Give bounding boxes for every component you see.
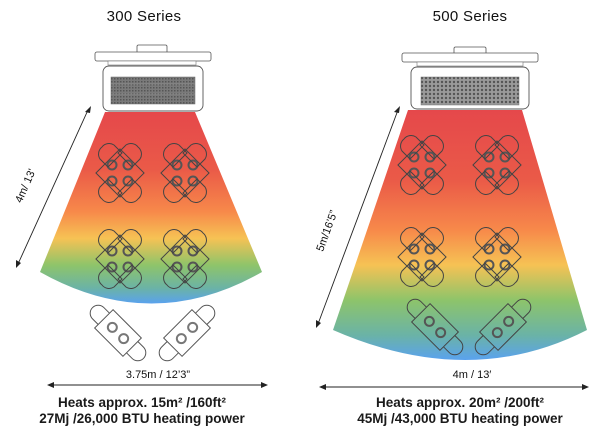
panel-500-series: 500 Series bbox=[300, 0, 600, 435]
coverage-text: Heats approx. 15m² /160ft² bbox=[57, 395, 227, 410]
two-seat-table-icon bbox=[82, 297, 154, 369]
width-dimension-label: 4m / 13′ bbox=[452, 369, 492, 381]
heat-diagram-300 bbox=[16, 44, 268, 388]
series-title: 300 Series bbox=[106, 8, 182, 25]
double-arrow-icon bbox=[47, 382, 268, 388]
power-text: 27Mj /26,000 BTU heating power bbox=[39, 411, 245, 426]
patio-heater-icon bbox=[94, 44, 212, 112]
performance-caption: Heats approx. 15m² /160ft² 27Mj /26,000 … bbox=[0, 395, 292, 427]
width-dimension-label: 3.75m / 12’3” bbox=[125, 369, 191, 381]
panel-300-series: 300 Series bbox=[0, 8, 292, 427]
heat-zone-gradient bbox=[40, 112, 262, 304]
heat-zone-gradient bbox=[333, 110, 587, 360]
double-arrow-icon bbox=[319, 384, 589, 390]
patio-heater-icon bbox=[401, 46, 539, 110]
double-arrow-icon bbox=[16, 106, 91, 268]
heat-diagram-500 bbox=[316, 46, 589, 390]
coverage-text: Heats approx. 20m² /200ft² bbox=[375, 395, 545, 410]
series-title: 500 Series bbox=[432, 8, 508, 25]
two-seat-table-icon bbox=[151, 297, 223, 369]
performance-caption: Heats approx. 20m² /200ft² 45Mj /43,000 … bbox=[310, 395, 600, 427]
power-text: 45Mj /43,000 BTU heating power bbox=[357, 411, 563, 426]
double-arrow-icon bbox=[316, 106, 400, 328]
